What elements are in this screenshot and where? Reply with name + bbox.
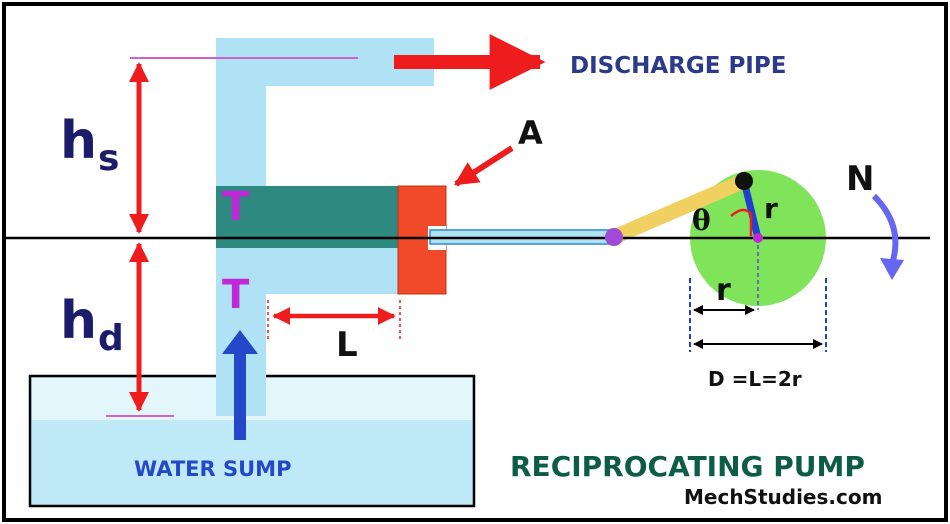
discharge-pipe-label: DISCHARGE PIPE [570, 53, 786, 79]
theta-arc [730, 208, 753, 236]
diameter-formula-label: D =L=2r [708, 367, 802, 391]
stroke-length-label: L [336, 325, 358, 365]
valve-top-label: T [222, 184, 250, 230]
hs-label-main: h [60, 111, 97, 171]
crosshead-pin [605, 228, 623, 246]
water-sump-label: WATER SUMP [134, 457, 291, 481]
crank-pin [735, 172, 753, 190]
diagram-title: RECIPROCATING PUMP [510, 450, 865, 483]
watermark: MechStudies.com [684, 485, 882, 509]
suction-flow-arrowhead [222, 330, 258, 354]
connecting-rod [606, 173, 752, 245]
hs-label-subscript: s [98, 138, 119, 179]
crank-arm [740, 180, 762, 239]
point-a-label: A [518, 114, 543, 152]
crank-center [753, 233, 763, 243]
hd-label-main: h [60, 291, 97, 351]
valve-bottom-label: T [222, 272, 250, 318]
theta-label: θ [692, 204, 711, 237]
rotation-arrowhead [880, 258, 904, 280]
rotation-arrow [871, 193, 899, 265]
hd-label-subscript: d [98, 318, 124, 359]
radius-dimension-label: r [716, 273, 731, 308]
speed-label: N [846, 159, 874, 199]
crank-radius-label: r [764, 192, 778, 225]
pointer-a-arrow [453, 145, 514, 187]
cylinder-lower-chamber [216, 248, 400, 294]
